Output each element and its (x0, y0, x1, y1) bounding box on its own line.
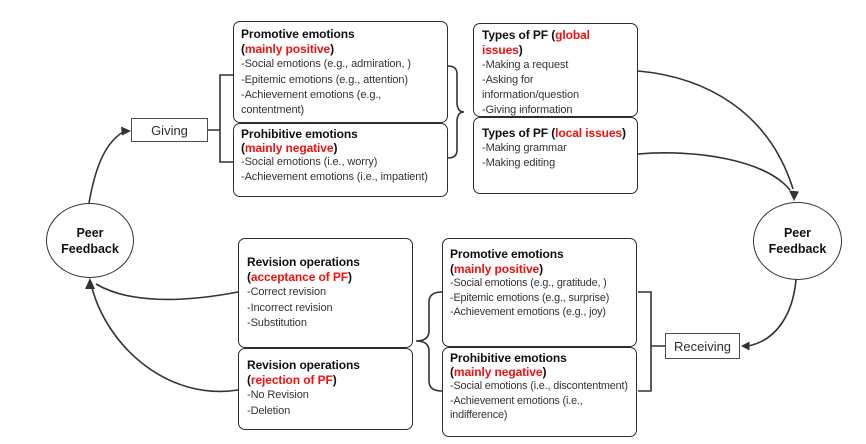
subtitle-accent: mainly negative (244, 141, 334, 156)
peer-feedback-node-left: Peer Feedback (46, 203, 134, 278)
panel-item: -Making grammar (482, 142, 567, 154)
subtitle-accent: mainly positive (244, 42, 331, 57)
panel-title: Revision operations (247, 255, 360, 269)
subtitle-accent: mainly negative (453, 365, 543, 380)
panel-subtitle: (mainly positive) (241, 42, 438, 57)
panel-subtitle: (mainly negative) (241, 141, 438, 155)
subtitle-accent: rejection of PF (250, 373, 333, 388)
arrow-head (121, 126, 131, 136)
paren-open: ( (450, 365, 454, 380)
paren-close: ) (622, 126, 626, 140)
title-accent: local issues (555, 126, 622, 140)
panel-item: -Social emotions (e.g., gratitude, ) (450, 277, 607, 290)
panel-promotive-emotions-receiving: Promotive emotions (mainly positive) -So… (442, 238, 637, 347)
title-pre: Types of PF ( (482, 28, 556, 42)
panel-subtitle: (mainly positive) (450, 262, 630, 277)
panel-subtitle: (mainly negative) (450, 365, 630, 379)
panel-item: -Achievement emotions (i.e., impatient) (241, 170, 428, 183)
receiving-label: Receiving (673, 338, 732, 354)
panel-item: -Social emotions (i.e., discontentment) (450, 380, 628, 393)
paren-close: ) (330, 42, 335, 57)
paren-close: ) (539, 261, 544, 276)
panel-item: -Making a request (482, 59, 569, 71)
panel-types-pf-global: Types of PF (global issues) -Making a re… (473, 23, 638, 117)
panel-prohibitive-emotions-receiving: Prohibitive emotions (mainly negative) -… (442, 347, 637, 437)
panel-title: Prohibitive emotions (241, 127, 358, 141)
circle-to-receiving-arrow (741, 279, 797, 351)
revision-to-circle-arrows (85, 278, 239, 393)
paren-open: ( (247, 270, 251, 285)
paren-close: ) (333, 141, 338, 156)
panel-item: -Social emotions (i.e., worry) (241, 156, 378, 169)
giving-node: Giving (131, 118, 208, 142)
paren-open: ( (241, 42, 245, 57)
title-accent: global issues (482, 28, 590, 57)
panel-item: -Epitemic emotions (e.g., surprise) (450, 291, 610, 304)
panel-item: -No Revision (247, 389, 309, 402)
panel-item: -Making editing (482, 157, 556, 169)
panel-title: Promotive emotions (241, 27, 355, 41)
paren-close: ) (332, 373, 337, 388)
panel-types-pf-local: Types of PF (local issues) -Making gramm… (473, 117, 638, 194)
receiving-to-emotions-bracket (638, 291, 665, 392)
panel-title: Promotive emotions (450, 247, 564, 261)
giving-to-emotions-bracket (208, 74, 233, 163)
panel-title: Types of PF (local issues) (482, 126, 629, 141)
panel-subtitle: (rejection of PF) (247, 373, 404, 388)
panel-item: -Deletion (247, 404, 291, 417)
paren-close: ) (542, 365, 547, 380)
panel-title: Revision operations (247, 358, 360, 372)
title-pre: Types of PF ( (482, 126, 556, 140)
paren-close: ) (518, 43, 523, 57)
panel-revision-rejection: Revision operations (rejection of PF) -N… (238, 348, 413, 430)
receiving-node: Receiving (665, 333, 740, 359)
arrow-head (85, 278, 95, 289)
paren-open: ( (450, 261, 454, 276)
types-to-circle-arrows (637, 70, 799, 201)
paren-open: ( (241, 141, 245, 156)
emotions-to-revision-brace (415, 291, 443, 392)
peer-feedback-label: Peer Feedback (61, 225, 119, 256)
paren-open: ( (247, 373, 251, 388)
panel-item: -Achievement emotions (i.e., indifferenc… (450, 394, 583, 421)
panel-item: -Epitemic emotions (e.g., attention) (241, 73, 408, 86)
panel-item: -Substitution (247, 316, 307, 329)
panel-item: -Achievement emotions (e.g., contentment… (241, 88, 382, 117)
panel-revision-acceptance: Revision operations (acceptance of PF) -… (238, 238, 413, 348)
subtitle-accent: mainly positive (453, 261, 540, 276)
panel-item: -Achievement emotions (e.g., joy) (450, 306, 606, 319)
paren-close: ) (348, 270, 352, 285)
arrow-head (741, 341, 750, 351)
emotions-to-types-brace (447, 65, 465, 159)
panel-title: Prohibitive emotions (450, 351, 567, 365)
arrow-head (789, 190, 799, 201)
peer-feedback-label: Peer Feedback (768, 226, 827, 256)
panel-title: Types of PF (global issues) (482, 28, 629, 58)
panel-prohibitive-emotions-giving: Prohibitive emotions (mainly negative) -… (233, 123, 448, 197)
arrow-circle-to-giving (88, 126, 131, 204)
panel-subtitle: (acceptance of PF) (247, 270, 404, 285)
panel-item: -Giving information (482, 104, 573, 116)
panel-item: -Asking for information/question (482, 74, 580, 101)
giving-label: Giving (151, 122, 188, 138)
panel-promotive-emotions-giving: Promotive emotions (mainly positive) -So… (233, 21, 448, 123)
panel-item: -Social emotions (e.g., admiration, ) (241, 58, 411, 71)
peer-feedback-node-right: Peer Feedback (753, 202, 842, 280)
panel-item: -Correct revision (247, 286, 326, 299)
subtitle-accent: acceptance of PF (250, 270, 349, 285)
panel-item: -Incorrect revision (247, 301, 333, 314)
